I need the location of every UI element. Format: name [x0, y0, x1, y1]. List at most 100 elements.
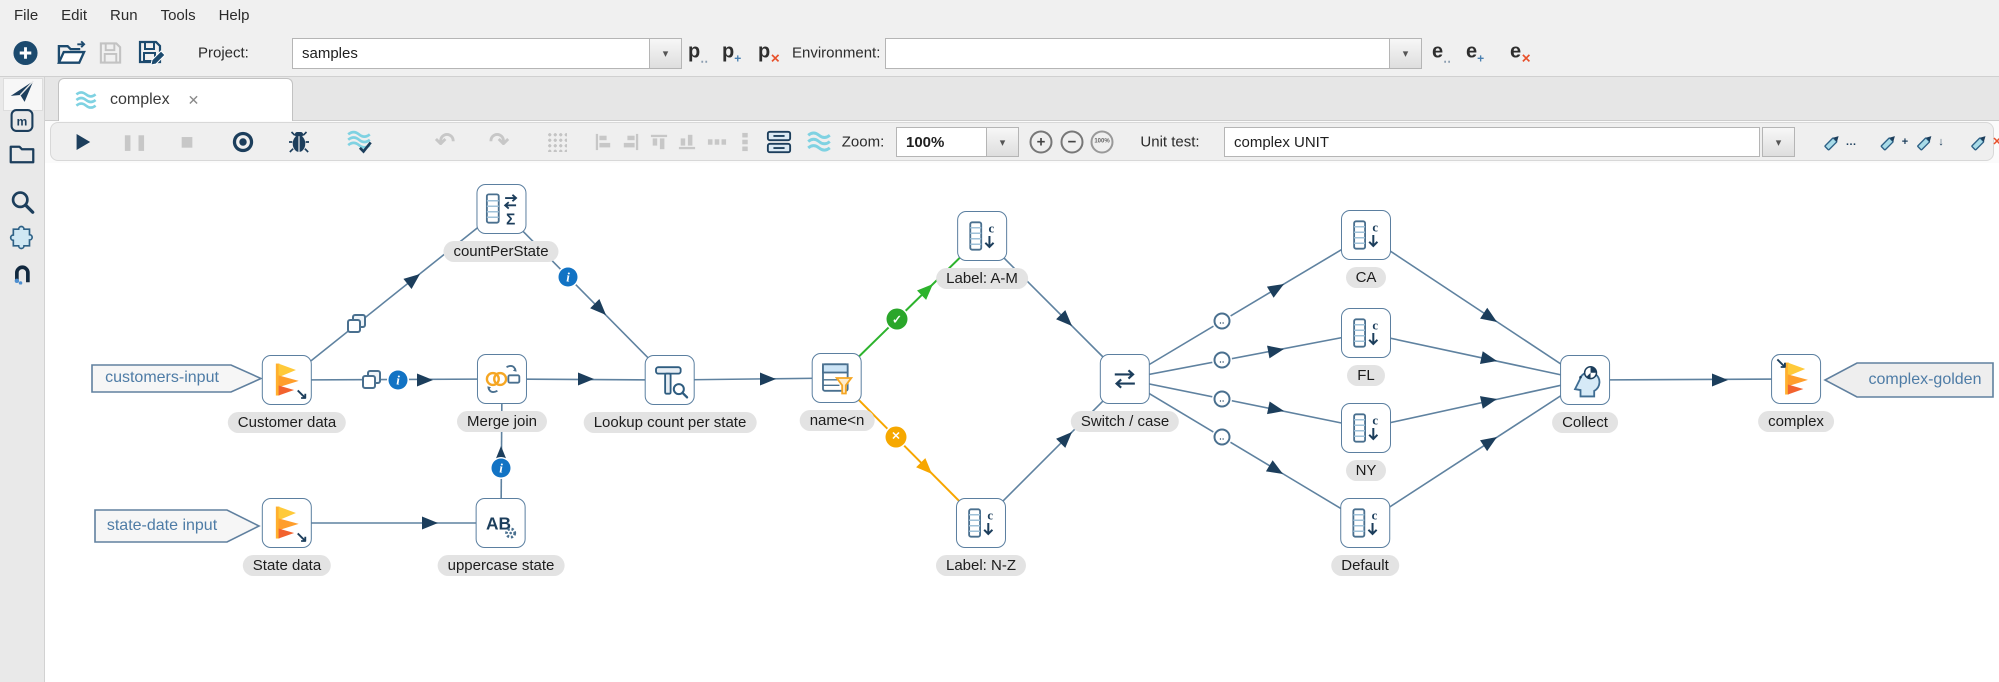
save-button-disabled[interactable] [98, 41, 123, 66]
svg-text:Σ: Σ [505, 212, 514, 229]
menu-file[interactable]: File [14, 6, 39, 24]
run-button[interactable] [75, 132, 91, 152]
neo4j-perspective-button[interactable] [11, 263, 33, 290]
pipeline-editor-button[interactable] [806, 130, 833, 153]
transform-icon-lookup[interactable] [644, 355, 695, 405]
svg-text:m: m [17, 114, 28, 128]
true-hop-line[interactable] [836, 235, 983, 379]
switch-target-icon[interactable]: ‥ [1213, 390, 1231, 408]
transform-icon-filter-rows[interactable] [812, 353, 862, 403]
data-orchestration-perspective-button[interactable] [9, 79, 35, 110]
align-left-button-disabled[interactable] [594, 133, 612, 151]
menu-help[interactable]: Help [218, 6, 250, 24]
transform-icon-add-constants[interactable]: c [1341, 210, 1391, 260]
tab-complex[interactable]: complex ✕ [58, 78, 293, 121]
search-perspective-button[interactable] [10, 189, 35, 219]
transform-icon-add-constants[interactable]: c [956, 498, 1006, 548]
plugins-perspective-button[interactable] [9, 225, 35, 255]
note-state-date-input[interactable]: state-date input [106, 517, 218, 534]
note-customers-input[interactable]: customers-input [105, 369, 219, 386]
transform-icon-merge-join[interactable] [476, 354, 527, 404]
transform-icon-uppercase[interactable]: AB [476, 498, 526, 548]
metadata-perspective-button[interactable]: m [10, 109, 34, 138]
transform-icon-state-data[interactable]: ↘ [261, 498, 312, 548]
show-execution-results-button[interactable] [766, 129, 792, 155]
unit-test-combo[interactable]: complex UNIT [1224, 127, 1760, 157]
pipeline-canvas[interactable]: customers-input state-date input complex… [45, 163, 1999, 682]
new-button[interactable] [12, 40, 39, 67]
hop-logo-icon [276, 363, 299, 396]
transform-icon-switch-case[interactable] [1100, 354, 1150, 404]
undo-button-disabled[interactable]: ↶ [434, 128, 456, 155]
unit-test-edit-button[interactable]: … [1822, 131, 1857, 153]
stop-button-disabled[interactable]: ■ [180, 128, 194, 154]
info-hop-icon[interactable]: i [558, 267, 578, 287]
transform-icon-complex[interactable]: ↘ [1770, 354, 1821, 404]
transform-icon-collect[interactable] [1559, 355, 1610, 405]
redo-button-disabled[interactable]: ↷ [488, 128, 510, 155]
snap-to-grid-button-disabled[interactable] [547, 131, 567, 152]
zoom-combo-arrow[interactable]: ▾ [986, 127, 1019, 157]
align-right-button-disabled[interactable] [622, 133, 640, 151]
transform-icon-add-constants[interactable]: c [957, 211, 1007, 261]
note-shape-complex-golden[interactable] [1823, 362, 1994, 398]
transform-icon-count-per-state[interactable]: Σ [476, 184, 526, 234]
menu-tools[interactable]: Tools [160, 6, 196, 24]
project-edit-button[interactable]: p‥ [688, 40, 708, 66]
transform-icon-add-constants[interactable]: c [1341, 308, 1391, 358]
transform-icon-customer-data[interactable]: ↘ [261, 355, 312, 405]
group-by-icon: Σ [485, 193, 517, 229]
environment-delete-button[interactable]: e✕ [1510, 40, 1532, 66]
false-condition-icon[interactable]: ✕ [885, 426, 907, 448]
distribute-horizontal-button-disabled[interactable] [707, 136, 727, 148]
align-top-button-disabled[interactable] [650, 133, 668, 151]
unit-test-new-button[interactable]: + [1878, 131, 1908, 153]
unit-test-combo-arrow[interactable]: ▾ [1762, 127, 1795, 157]
down-arrow-icon: ↓ [1938, 135, 1944, 148]
info-hop-icon[interactable]: i [388, 370, 408, 390]
transform-label: Merge join [456, 411, 548, 432]
save-as-button[interactable] [138, 39, 166, 67]
note-complex-golden[interactable]: complex-golden [1868, 371, 1982, 388]
switch-target-icon[interactable]: ‥ [1213, 351, 1231, 369]
pause-button-disabled[interactable]: ❚❚ [121, 133, 149, 151]
project-add-button[interactable]: p+ [722, 40, 742, 66]
true-condition-icon[interactable]: ✓ [886, 308, 908, 330]
file-explorer-perspective-button[interactable] [9, 144, 35, 171]
tab-close-icon[interactable]: ✕ [187, 91, 200, 108]
unit-test-delete-button[interactable]: ✕ [1968, 131, 1999, 153]
menu-run[interactable]: Run [110, 6, 138, 24]
zoom-reset-button[interactable]: 100% [1090, 130, 1114, 153]
transform-icon-add-constants[interactable]: c [1341, 403, 1391, 453]
false-hop-line[interactable] [836, 377, 982, 524]
project-combo-arrow[interactable]: ▾ [649, 38, 682, 69]
switch-target-icon[interactable]: ‥ [1213, 312, 1231, 330]
check-pipeline-button[interactable] [346, 129, 373, 154]
switch-target-icon[interactable]: ‥ [1213, 428, 1231, 446]
environment-add-button[interactable]: e+ [1466, 40, 1485, 66]
note-shape-state-date-input[interactable] [94, 509, 261, 543]
environment-combo[interactable] [885, 38, 1390, 69]
environment-combo-arrow[interactable]: ▾ [1389, 38, 1422, 69]
note-shape-customers-input[interactable] [91, 364, 263, 393]
align-bottom-button-disabled[interactable] [678, 133, 696, 151]
open-button[interactable] [56, 39, 87, 67]
distribute-vertical-button-disabled[interactable] [739, 132, 751, 152]
copy-rows-icon[interactable] [345, 312, 369, 336]
environment-edit-button[interactable]: e‥ [1432, 40, 1451, 66]
delete-x-icon: ✕ [1992, 136, 1999, 148]
transform-icon-add-constants[interactable]: c [1340, 498, 1390, 548]
transform-label: uppercase state [437, 555, 565, 576]
project-combo[interactable]: samples [292, 38, 650, 69]
preview-button[interactable] [232, 130, 255, 153]
debug-button[interactable] [289, 130, 309, 154]
zoom-out-button[interactable]: − [1060, 130, 1084, 153]
info-hop-icon[interactable]: i [491, 458, 511, 478]
menu-edit[interactable]: Edit [61, 6, 88, 24]
project-delete-button[interactable]: p✕ [758, 40, 781, 66]
unit-test-attach-button[interactable]: ↓ [1914, 131, 1944, 153]
copy-rows-icon[interactable] [360, 368, 384, 392]
add-constants-icon: c [1353, 318, 1378, 348]
zoom-combo[interactable]: 100% [896, 127, 987, 157]
zoom-in-button[interactable]: + [1029, 130, 1053, 153]
